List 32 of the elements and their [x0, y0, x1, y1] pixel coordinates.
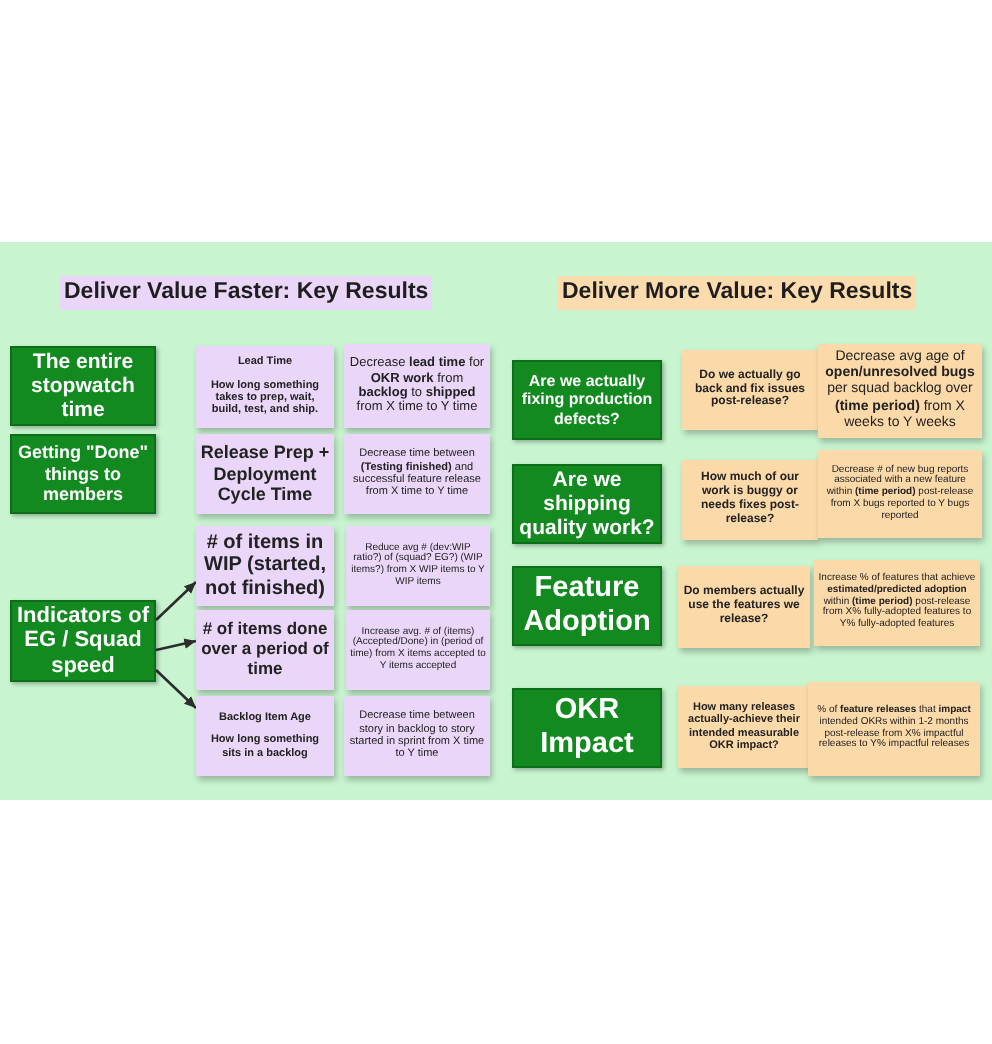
sticky-note	[344, 344, 490, 428]
arrow	[155, 669, 197, 709]
sticky-note	[346, 610, 490, 690]
sticky-note	[678, 566, 810, 648]
sticky-note	[344, 434, 490, 514]
sticky-note	[682, 350, 818, 430]
category-box	[512, 688, 662, 768]
arrow	[155, 638, 197, 652]
sticky-note	[818, 450, 982, 538]
category-label: Feature Adoption	[521, 572, 653, 640]
sticky-note	[196, 346, 334, 428]
section-heading: Deliver Value Faster: Key Results	[60, 276, 433, 310]
category-label: The entire stopwatch time	[29, 349, 137, 423]
sticky-note	[808, 682, 980, 776]
sticky-note	[346, 526, 490, 606]
section-heading: Deliver More Value: Key Results	[558, 276, 917, 310]
category-label: Indicators of EG / Squad speed	[16, 603, 150, 679]
category-label: Getting "Done" things to members	[16, 442, 150, 506]
category-box	[512, 360, 662, 440]
note-text: # of items done over a period of time	[200, 620, 330, 680]
category-box	[10, 346, 156, 426]
note-text: Release Prep + Deployment Cycle Time	[200, 442, 330, 506]
sticky-note	[344, 696, 490, 776]
sticky-note	[814, 560, 980, 646]
arrow	[155, 581, 197, 621]
category-label: OKR Impact	[538, 694, 636, 762]
note-text: # of items in WIP (started, not finished)	[202, 531, 328, 601]
category-label: Are we actually fixing production defects?	[519, 372, 655, 428]
sticky-note	[678, 686, 810, 768]
sticky-note	[682, 460, 818, 540]
sticky-note	[196, 696, 334, 776]
category-label: Are we shipping quality work?	[518, 467, 656, 541]
